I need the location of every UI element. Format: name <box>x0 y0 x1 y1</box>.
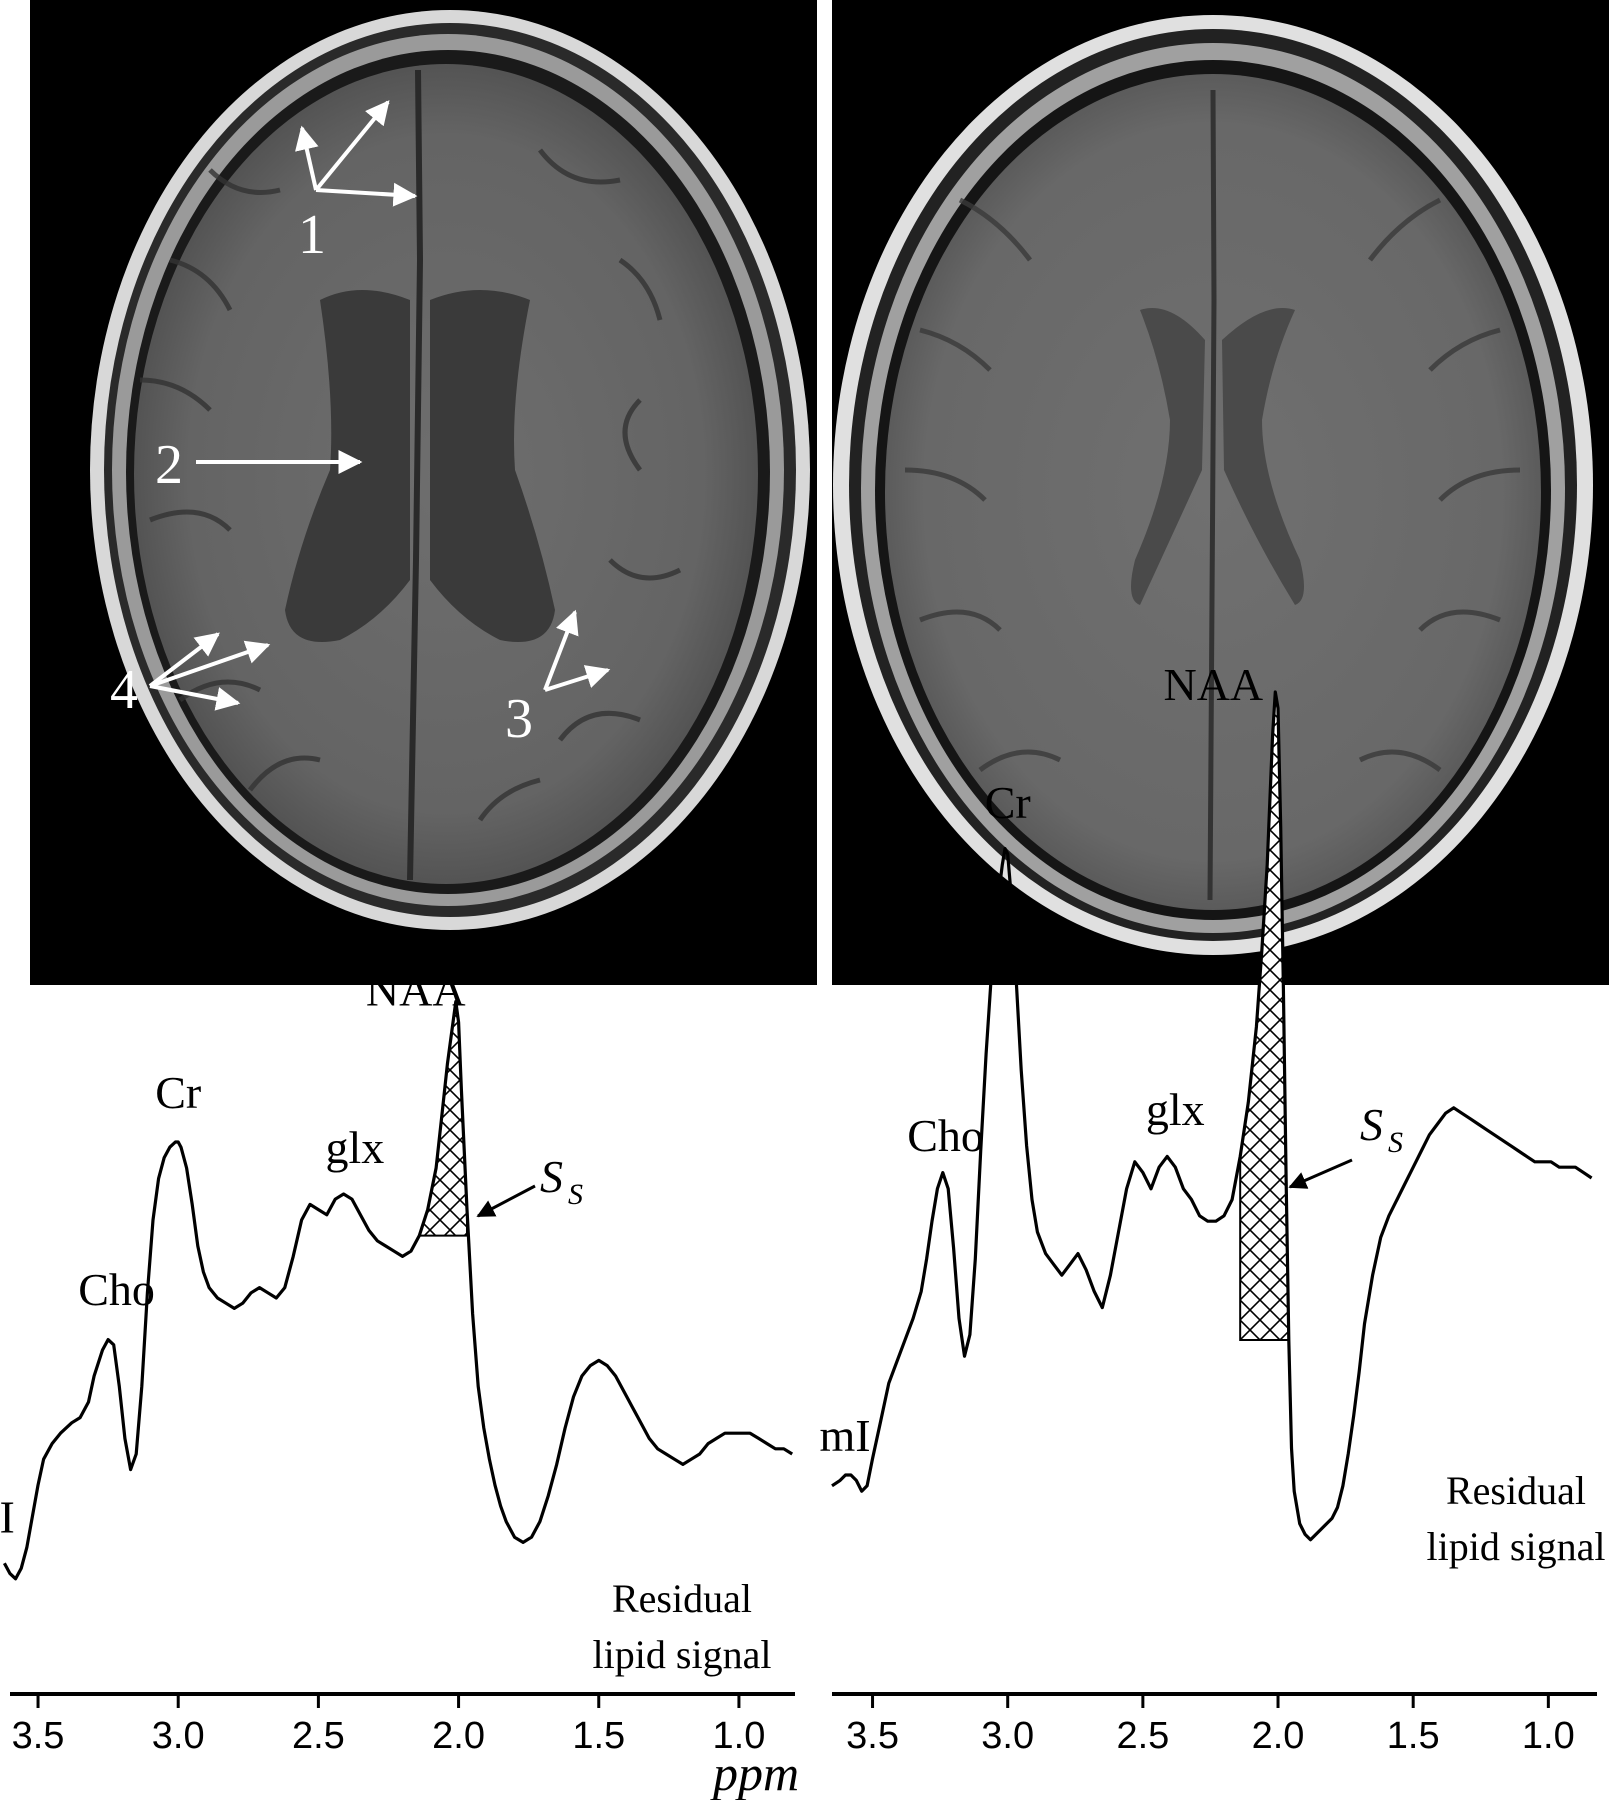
x-tick-label: 1.5 <box>1387 1715 1440 1757</box>
marker-arrows-1 <box>295 100 418 207</box>
marker-3: 3 <box>505 688 533 750</box>
ss-label: S <box>540 1151 563 1202</box>
x-tick-label: 2.5 <box>292 1715 345 1757</box>
ss-label: S <box>1360 1099 1383 1150</box>
mri-panel-right <box>832 0 1609 985</box>
spectrum-line <box>2 1000 794 1581</box>
mri-panel-left: 1 2 3 4 <box>30 0 817 985</box>
x-tick-label: 2.0 <box>1252 1715 1305 1757</box>
spectrum-line <box>831 690 1593 1542</box>
ss-arrow <box>476 1184 536 1218</box>
x-tick-label: 3.5 <box>846 1715 899 1757</box>
peak-label-naa: NAA <box>1163 659 1263 710</box>
spectrum-left: 3.5 3.0 2.5 2.0 1.5 1.0 mI Cho Cr glx NAA SS Residua… <box>0 965 795 1757</box>
ss-subscript: S <box>568 1178 583 1211</box>
x-tick-label: 2.0 <box>432 1715 485 1757</box>
x-tick-label: 3.5 <box>12 1715 65 1757</box>
peak-label-naa: NAA <box>366 965 466 1016</box>
x-tick-label: 3.0 <box>981 1715 1034 1757</box>
x-tick-label: 1.0 <box>713 1715 766 1757</box>
marker-2: 2 <box>155 434 183 496</box>
peak-label-glx: glx <box>1146 1084 1205 1135</box>
ss-arrow <box>1288 1158 1353 1189</box>
peak-label-mi: mI <box>0 1491 15 1542</box>
marker-1: 1 <box>298 204 326 266</box>
residual-note-line2: lipid signal <box>593 1632 772 1677</box>
peak-label-mi: mI <box>819 1410 870 1461</box>
x-tick-label: 3.0 <box>152 1715 205 1757</box>
x-tick-label: 2.5 <box>1116 1715 1169 1757</box>
x-tick-label: 1.5 <box>572 1715 625 1757</box>
residual-note-line1: Residual <box>1446 1468 1586 1513</box>
marker-4: 4 <box>110 659 138 721</box>
peak-label-cr: Cr <box>985 777 1031 828</box>
residual-note-line2: lipid signal <box>1427 1524 1606 1569</box>
marker-arrows-3 <box>543 609 611 692</box>
residual-note-line1: Residual <box>612 1576 752 1621</box>
peak-label-glx: glx <box>325 1122 384 1173</box>
peak-label-cho: Cho <box>907 1110 984 1161</box>
ss-subscript: S <box>1388 1126 1403 1159</box>
peak-label-cr: Cr <box>155 1067 201 1118</box>
x-tick-label: 1.0 <box>1522 1715 1575 1757</box>
x-axis-title: ppm <box>710 1745 799 1800</box>
marker-arrows-4 <box>148 632 271 711</box>
peak-label-cho: Cho <box>78 1264 155 1315</box>
